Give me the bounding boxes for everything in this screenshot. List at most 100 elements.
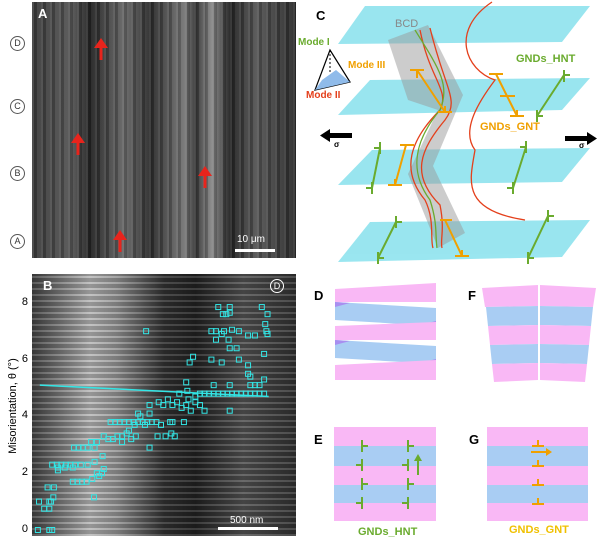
- data-point: [99, 453, 106, 460]
- y-tick-label: 8: [21, 295, 28, 308]
- sigma-left-label: σ: [334, 140, 340, 149]
- y-axis-label: Misorientation, θ (°): [7, 358, 19, 454]
- panel-e-layers: [334, 427, 436, 521]
- panel-f-bent-layers: [482, 285, 596, 382]
- panel-g-layers: [487, 427, 588, 521]
- data-point: [54, 467, 61, 474]
- data-point: [99, 470, 106, 477]
- data-point: [49, 527, 56, 533]
- data-point: [192, 393, 199, 400]
- scale-bar: [218, 527, 278, 530]
- data-point: [69, 464, 76, 471]
- data-point: [261, 376, 268, 383]
- data-point: [84, 444, 91, 451]
- data-point: [264, 331, 271, 338]
- data-point: [158, 421, 164, 428]
- data-point: [245, 332, 252, 339]
- gnds-hnt-label: GNDs_HNT: [516, 53, 576, 65]
- data-point: [187, 407, 194, 414]
- panel-b-micrograph: B D 500 nm: [32, 274, 296, 536]
- bcd-band: [388, 25, 465, 248]
- data-point: [93, 438, 100, 445]
- data-point: [146, 402, 153, 409]
- panel-g-letter: G: [469, 432, 480, 447]
- y-tick-label: 0: [21, 523, 28, 535]
- data-point: [83, 478, 90, 485]
- red-arrow-icon: [71, 133, 85, 155]
- region-marker-c: C: [10, 99, 25, 114]
- data-point: [84, 461, 91, 468]
- data-point: [218, 359, 225, 366]
- panel-f-letter: F: [468, 288, 476, 303]
- data-point: [256, 382, 263, 389]
- data-point: [262, 321, 269, 328]
- gnds-gnt-symbols: [531, 440, 552, 505]
- data-point: [77, 461, 84, 468]
- gnds-hnt-symbols: [356, 440, 422, 509]
- data-point: [184, 387, 191, 394]
- sigma-arrow-right-icon: [565, 132, 597, 145]
- data-point: [131, 421, 138, 428]
- mode-ii-label: Mode II: [306, 90, 341, 101]
- data-point: [141, 421, 148, 428]
- data-point: [226, 345, 233, 352]
- data-point: [169, 419, 176, 426]
- data-point: [146, 410, 153, 417]
- data-point: [235, 328, 242, 335]
- region-marker-d: D: [270, 279, 284, 293]
- data-point: [196, 402, 203, 409]
- data-point: [162, 433, 169, 440]
- data-point: [91, 444, 98, 451]
- data-point: [174, 399, 181, 406]
- data-point: [91, 458, 98, 465]
- gnds-hnt-dislocations: [366, 70, 570, 264]
- data-point: [245, 370, 252, 377]
- data-point: [164, 396, 171, 403]
- data-point: [258, 304, 265, 311]
- red-arrow-icon: [113, 230, 127, 252]
- data-point: [215, 304, 222, 311]
- data-point: [201, 407, 208, 414]
- panel-d-letter: D: [314, 288, 324, 303]
- data-point: [233, 345, 240, 352]
- data-point: [90, 494, 97, 501]
- mode-i-label: Mode I: [298, 37, 330, 48]
- red-arrow-icon: [198, 166, 212, 188]
- data-point: [221, 328, 227, 335]
- data-point: [229, 326, 236, 333]
- data-point: [137, 413, 144, 420]
- data-point: [212, 336, 219, 343]
- data-point: [226, 309, 233, 316]
- tetrahedron-icon: [314, 48, 351, 91]
- data-point: [226, 304, 233, 311]
- red-arrows: [71, 38, 275, 252]
- scale-bar: [235, 249, 275, 252]
- panel-c-letter: C: [316, 8, 326, 23]
- data-point: [225, 336, 232, 343]
- data-point: [119, 438, 126, 445]
- data-point: [160, 402, 167, 409]
- scatter-plot: [34, 304, 271, 533]
- data-point: [180, 419, 187, 426]
- data-point: [154, 433, 161, 440]
- data-point: [41, 505, 48, 512]
- data-point: [44, 484, 51, 491]
- data-point: [208, 356, 215, 363]
- data-point: [261, 350, 268, 357]
- panels-d-g-schematics: [334, 283, 596, 521]
- data-point: [185, 396, 192, 403]
- data-point: [50, 494, 57, 501]
- data-point: [245, 362, 252, 369]
- data-point: [226, 407, 233, 414]
- y-tick-label: 6: [21, 352, 28, 365]
- twin-planes: [338, 6, 590, 262]
- red-arrow-icon: [94, 38, 108, 60]
- data-point: [183, 402, 190, 409]
- data-point: [132, 433, 139, 440]
- data-point: [46, 505, 53, 512]
- data-point: [219, 311, 226, 318]
- sigma-right-label: σ: [579, 141, 585, 150]
- data-point: [50, 484, 57, 491]
- y-tick-label: 2: [21, 466, 28, 479]
- data-point: [212, 328, 219, 335]
